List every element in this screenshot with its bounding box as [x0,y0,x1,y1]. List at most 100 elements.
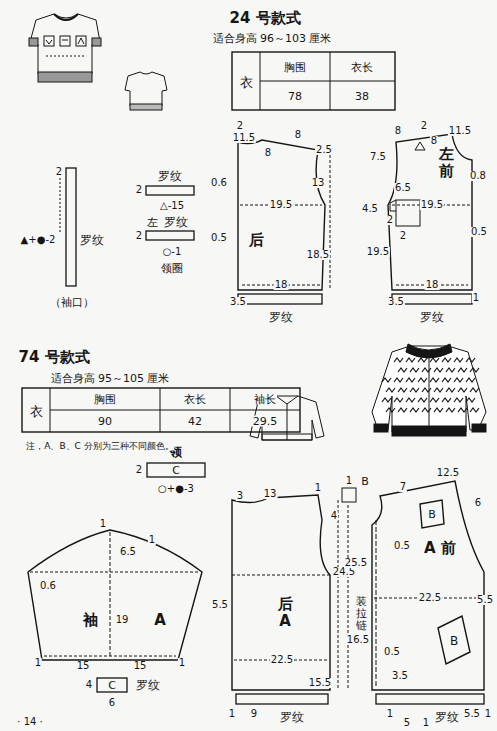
pattern-piece: B [416,500,446,528]
piece-name: A 前 [423,541,457,556]
dimension-label: 11.5 [232,133,256,143]
dimension-label: 0.8 [469,171,487,181]
dimension-label: 16.5 [346,635,370,645]
pattern-piece: C罗纹 [97,678,127,692]
dimension-label: 19.5 [420,200,444,210]
dimension-label: 1 [314,483,322,493]
dimension-label: ▲+●-2 [20,235,57,245]
dimension-label: 2.5 [315,145,333,155]
pattern-piece: 领C [147,463,205,477]
dimension-label: 38 [354,91,370,102]
dimension-label: 8 [264,148,272,158]
dimension-label: 0.5 [383,647,401,657]
dimension-label: 2 [55,167,63,177]
dimension-label: 1 [228,709,236,719]
dimension-label: 15 [76,661,91,671]
dimension-label: 8 [394,126,402,136]
dimension-label: 7 [399,482,407,492]
dimension-label: 1 [99,519,107,529]
piece-name: 后 [248,233,265,248]
piece-name: 袖 [82,613,99,628]
dimension-label: 4 [85,680,93,690]
dimension-label: 3 [236,491,244,501]
dimension-label: 1 [178,658,186,668]
pattern-piece: 罗纹 [236,694,328,704]
dimension-label: 衣 [29,405,44,418]
piece-name: B [449,635,459,647]
dimension-label: 装拉链 [355,596,368,632]
piece-outline [380,128,480,294]
dimension-label: 6 [108,698,116,708]
piece-outline [146,231,194,240]
dimension-label: 6 [474,498,482,508]
dimension-label: 适合身高 96～103 厘米 [212,33,333,44]
dimension-label: 3.5 [387,297,405,307]
piece-name: 罗纹 [434,711,460,723]
pattern-piece: 罗纹 [238,294,322,304]
dimension-label: 13 [311,178,326,188]
dimension-label: 2 [135,465,143,475]
dimension-label: 13 [263,489,278,499]
dimension-label: 2 [135,185,143,195]
dimension-label: 18 [425,280,440,290]
dimension-label: 衣 [239,76,254,89]
dimension-label: 6.5 [394,183,412,193]
dimension-label: 0.5 [470,227,488,237]
dimension-label: ○-1 [162,247,183,257]
piece-name: C [171,465,181,476]
dimension-label: 11.5 [448,126,472,136]
dimension-label: 78 [287,91,303,102]
pattern-piece: 罗纹 [146,231,194,240]
dimension-label: 22.5 [270,655,294,665]
piece-name: B [427,509,437,520]
dimension-label: （袖口） [49,297,95,308]
dimension-label: ○+●-3 [157,484,195,494]
piece-name: 罗纹 [163,216,189,228]
dimension-label: 衣长 [350,62,374,73]
dimension-label: · 14 · [16,717,43,727]
dimension-label: 24.5 [332,567,356,577]
dimension-label: 19.5 [366,247,390,257]
dimension-label: 胸围 [93,394,117,405]
dimension-label: 1 [422,718,430,728]
dimension-label: 1 [386,709,394,719]
dimension-label: 24 号款式 [228,11,301,26]
piece-outline [238,294,322,304]
dimension-label: 22.5 [418,593,442,603]
dimension-label: B [360,476,370,487]
piece-name: 后 A [277,596,294,629]
dimension-label: 3.5 [229,297,247,307]
dimension-label: 1 [472,293,480,303]
dimension-label: 1 [34,658,42,668]
dimension-label: 袖长 [253,394,277,405]
dimension-label: 3.5 [391,671,409,681]
dimension-label: 4 [330,511,338,521]
dimension-label: 5.5 [476,595,494,605]
piece-name: 罗纹 [279,711,305,723]
dimension-label: 6.5 [119,547,137,557]
pattern-piece: 袖A [26,526,206,664]
dimension-label: 74 号款式 [17,350,90,365]
dimension-label: 衣长 [183,394,207,405]
pattern-piece: 罗纹 [376,694,484,704]
pattern-piece: 罗纹 [146,186,194,195]
dimension-label: 2 [135,231,143,241]
piece-outline [236,694,328,704]
piece-outline [66,168,76,286]
dimension-label: 8 [430,136,438,146]
dimension-label: 15.5 [308,678,332,688]
dimension-label: 25.5 [344,558,368,568]
dimension-label: 18.5 [306,250,330,260]
dimension-label: 1 [345,476,353,486]
pattern-piece: B [434,616,472,666]
dimension-label: 1 [484,709,492,719]
pattern-piece: 罗纹 [66,168,76,286]
piece-outline [26,526,206,664]
dimension-label: 注，A、B、C 分别为三种不同颜色。 [25,442,174,451]
piece-outline [146,186,194,195]
dimension-label: 适合身高 95～105 厘米 [50,373,171,384]
dimension-label: 29.5 [252,416,279,427]
pattern-piece: 左前 [380,128,480,294]
piece-name: 罗纹 [79,234,105,246]
dimension-label: 5 [403,718,411,728]
